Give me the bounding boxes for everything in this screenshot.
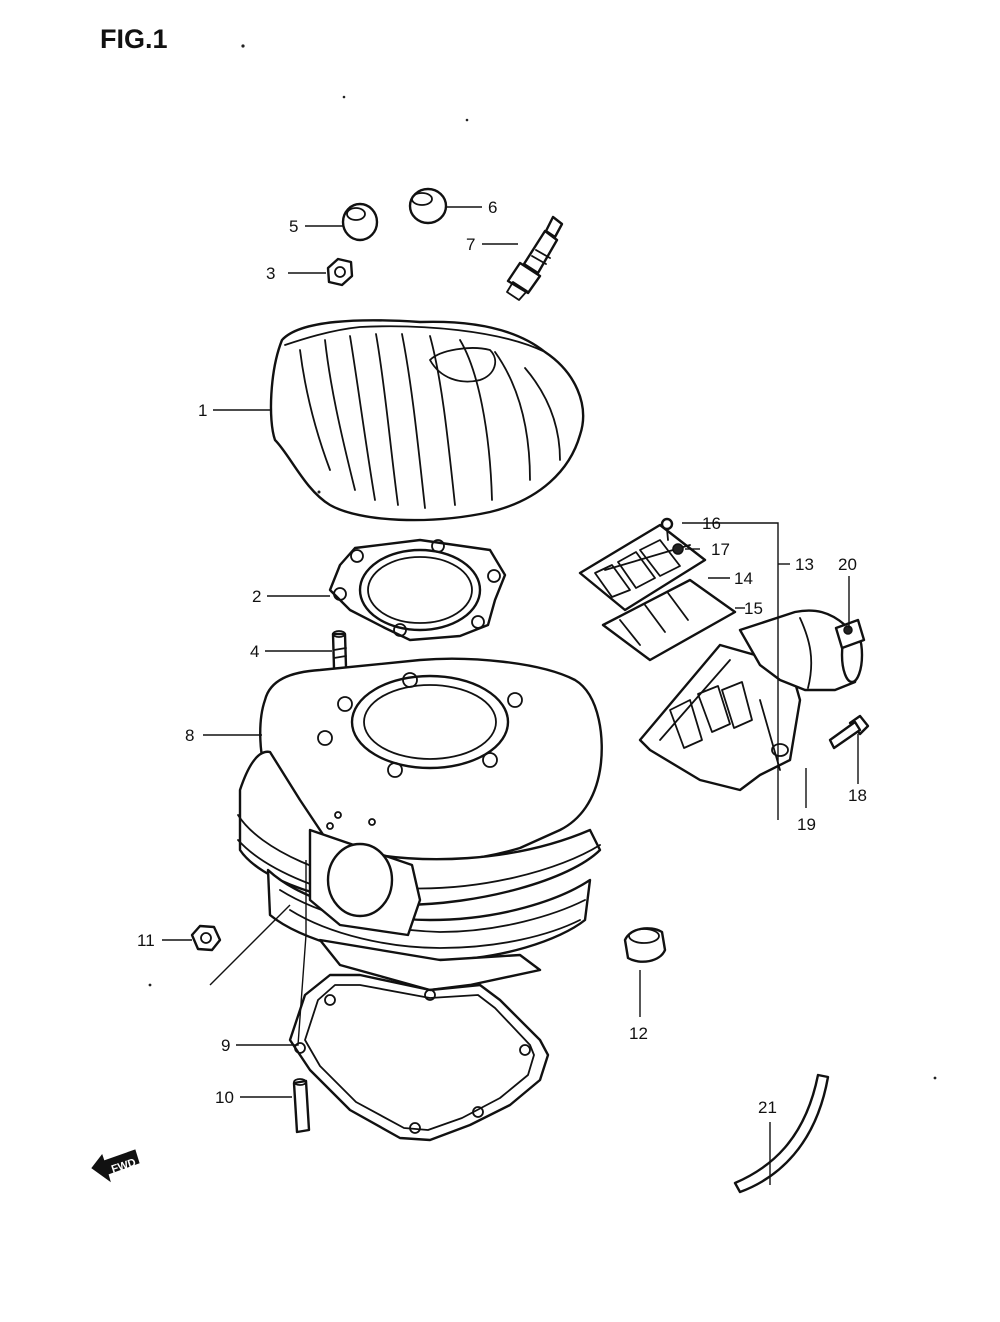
callout-4: 4 [250, 642, 259, 661]
part-21-hose [733, 1073, 830, 1194]
callout-19: 19 [797, 815, 816, 834]
part-2-head-gasket [328, 538, 507, 642]
callout-18: 18 [848, 786, 867, 805]
leader-lines [162, 206, 859, 1185]
callout-11: 11 [137, 931, 155, 950]
figure-title: FIG.1 [100, 24, 168, 54]
callout-10: 10 [215, 1088, 234, 1107]
callout-15: 15 [744, 599, 763, 618]
callout-5: 5 [289, 217, 298, 236]
part-1-cylinder-head [269, 319, 585, 522]
callout-6: 6 [488, 198, 497, 217]
part-17-washer [672, 543, 684, 555]
callout-3: 3 [266, 264, 275, 283]
callout-20: 20 [838, 555, 857, 574]
part-8-cylinder [237, 657, 603, 992]
callout-13: 13 [795, 555, 814, 574]
part-6-cap [408, 187, 448, 225]
part-12-cap [623, 927, 667, 963]
part-7-spark-plug [506, 215, 564, 301]
scan-specks [148, 44, 937, 1080]
part-11-nut [190, 924, 222, 952]
part-13-reed-valve-assembly [578, 523, 866, 792]
callout-14: 14 [734, 569, 753, 588]
part-18-bolt [828, 714, 870, 750]
callout-2: 2 [252, 587, 261, 606]
part-3-nut [326, 257, 354, 287]
callout-17: 17 [711, 540, 730, 559]
callout-1: 1 [198, 401, 207, 420]
callout-16: 16 [702, 514, 721, 533]
part-10-dowel-pin [292, 1078, 311, 1134]
callout-21: 21 [758, 1098, 777, 1117]
forward-direction-arrow: FWD [91, 1149, 140, 1183]
part-16-screw [660, 517, 674, 541]
callout-9: 9 [221, 1036, 230, 1055]
callout-12: 12 [629, 1024, 648, 1043]
part-5-cap [341, 202, 379, 242]
callout-8: 8 [185, 726, 194, 745]
part-9-base-gasket [288, 973, 550, 1142]
callout-7: 7 [466, 235, 475, 254]
